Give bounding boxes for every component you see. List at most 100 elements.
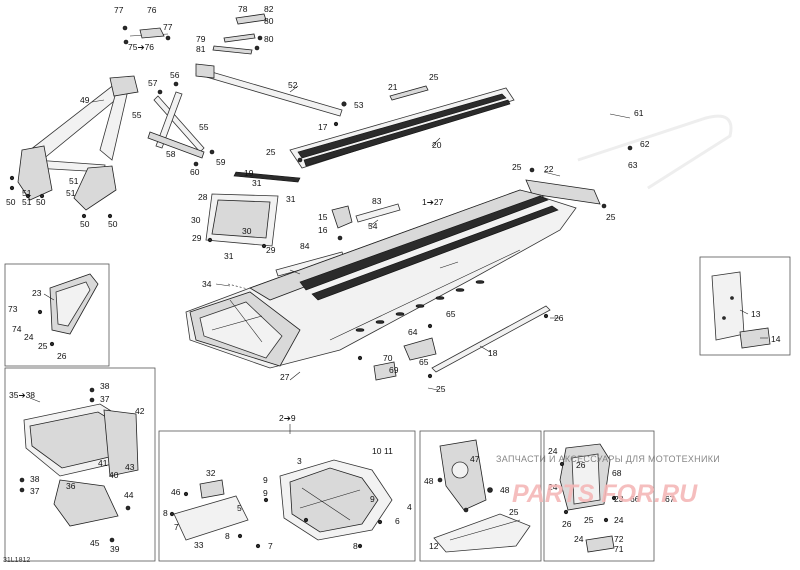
label-17: 17 xyxy=(318,122,328,132)
label-11: 11 xyxy=(384,446,393,456)
label-79: 79 xyxy=(196,34,206,44)
label-71: 71 xyxy=(614,544,624,554)
label-24b: 24 xyxy=(548,446,558,456)
tail-bracket xyxy=(711,271,771,349)
inset-box-front-frame xyxy=(158,430,416,562)
label-50a: 50 xyxy=(6,197,16,207)
label-9b: 9 xyxy=(263,488,268,498)
label-20: 20 xyxy=(432,140,442,150)
long-bar xyxy=(195,63,347,127)
label-81: 81 xyxy=(196,44,206,54)
label-63: 63 xyxy=(628,160,638,170)
label-25e: 25 xyxy=(436,384,446,394)
label-66: 66 xyxy=(630,494,640,504)
label-21: 21 xyxy=(388,82,398,92)
label-70: 70 xyxy=(383,353,393,363)
trim-strips xyxy=(212,13,267,55)
label-8c: 8 xyxy=(353,541,358,551)
label-23b: 23 xyxy=(614,494,624,504)
label-54: 54 xyxy=(368,221,378,231)
label-48b: 48 xyxy=(500,485,510,495)
label-76a: 76 xyxy=(147,5,157,15)
label-31c: 31 xyxy=(224,251,234,261)
label-5: 5 xyxy=(237,503,242,513)
label-34: 34 xyxy=(202,279,212,289)
label-40: 40 xyxy=(109,470,119,480)
label-4: 4 xyxy=(407,502,412,512)
label-15: 15 xyxy=(318,212,328,222)
label-55a: 55 xyxy=(132,110,142,120)
label-8a: 8 xyxy=(163,508,168,518)
label-61: 61 xyxy=(634,108,644,118)
label-50b: 50 xyxy=(36,197,46,207)
label-26a: 26 xyxy=(554,313,564,323)
label-80a: 80 xyxy=(264,16,274,26)
label-27: 27 xyxy=(280,372,290,382)
label-25h: 25 xyxy=(584,515,594,525)
main-tunnel-frame xyxy=(185,189,577,369)
inset-box-seat-bracket xyxy=(4,263,110,367)
label-42: 42 xyxy=(135,406,145,416)
steering-support-bracket xyxy=(19,387,139,543)
label-62: 62 xyxy=(640,139,650,149)
label-30a: 30 xyxy=(191,215,201,225)
label-6: 6 xyxy=(395,516,400,526)
rear-grab-handle xyxy=(577,114,733,190)
label-50d: 50 xyxy=(108,219,118,229)
label-32: 32 xyxy=(206,468,216,478)
label-39: 39 xyxy=(110,544,120,554)
inset-box-tail-bracket xyxy=(699,256,791,356)
label-44: 44 xyxy=(124,490,134,500)
inset-box-ecu-bracket xyxy=(543,430,655,562)
label-58: 58 xyxy=(166,149,176,159)
label-51d: 51 xyxy=(22,197,32,207)
label-52: 52 xyxy=(288,80,298,90)
tether-clip xyxy=(331,205,353,241)
label-25b: 25 xyxy=(266,147,276,157)
label-25d: 25 xyxy=(606,212,616,222)
label-51b: 51 xyxy=(22,188,32,198)
label-60: 60 xyxy=(190,167,200,177)
watermark-tagline: ЗАПЧАСТИ И АКСЕССУАРЫ ДЛЯ МОТОТЕХНИКИ xyxy=(496,454,720,464)
label-83: 83 xyxy=(372,196,382,206)
watermark-brand: PARTS FOR.RU xyxy=(512,480,698,508)
footrest-parts xyxy=(433,439,531,553)
label-24d: 24 xyxy=(614,515,624,525)
label-41: 41 xyxy=(98,458,108,468)
watermark: ЗАПЧАСТИ И АКСЕССУАРЫ ДЛЯ МОТОТЕХНИКИ PA… xyxy=(496,454,720,508)
label-55b: 55 xyxy=(199,122,209,132)
label-53: 53 xyxy=(354,100,364,110)
label-38b: 38 xyxy=(30,474,40,484)
label-48a: 48 xyxy=(424,476,434,486)
label-1-27: 1➔27 xyxy=(422,197,444,207)
label-16: 16 xyxy=(318,225,328,235)
steering-support-frame xyxy=(9,75,139,219)
label-25a: 25 xyxy=(429,72,439,82)
label-45: 45 xyxy=(90,538,100,548)
ecu-bracket-parts xyxy=(559,443,617,553)
label-37a: 37 xyxy=(100,394,110,404)
steering-rods xyxy=(147,81,215,167)
label-80b: 80 xyxy=(264,34,274,44)
label-50c: 50 xyxy=(80,219,90,229)
label-3: 3 xyxy=(297,456,302,466)
label-56: 56 xyxy=(170,70,180,80)
label-59: 59 xyxy=(216,157,226,167)
label-37b: 37 xyxy=(30,486,40,496)
label-38a: 38 xyxy=(100,381,110,391)
label-24c: 24 xyxy=(548,482,558,492)
label-26d: 26 xyxy=(562,519,572,529)
label-25f: 25 xyxy=(38,341,48,351)
label-49: 49 xyxy=(80,95,90,105)
seat-bracket xyxy=(37,273,99,347)
label-13: 13 xyxy=(751,309,761,319)
label-36: 36 xyxy=(66,481,76,491)
label-47: 47 xyxy=(470,454,480,464)
label-57: 57 xyxy=(148,78,158,88)
label-31b: 31 xyxy=(286,194,296,204)
leader-lines xyxy=(29,85,768,434)
label-9a: 9 xyxy=(263,475,268,485)
label-46: 46 xyxy=(171,487,181,497)
